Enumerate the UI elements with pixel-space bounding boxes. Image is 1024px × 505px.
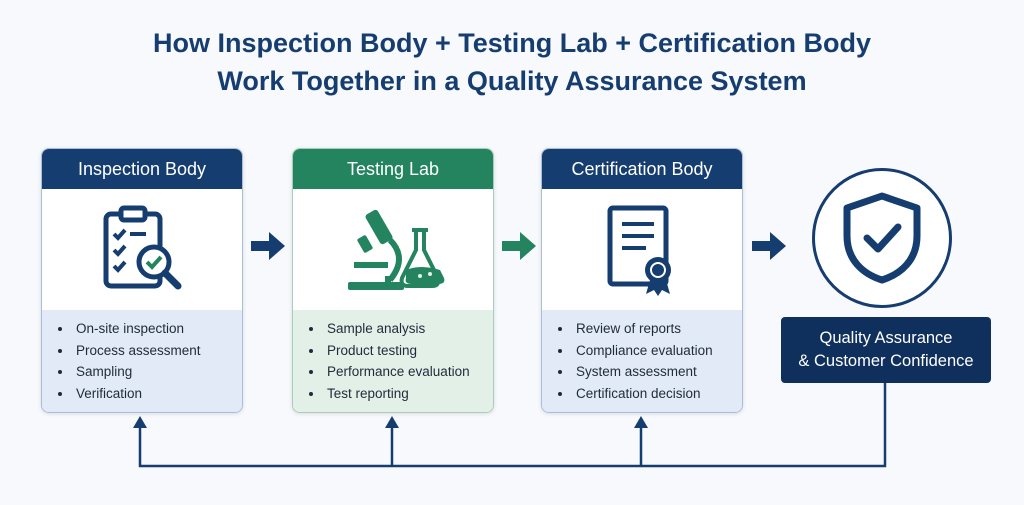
shield-check-icon — [843, 192, 921, 284]
qa-line1: Quality Assurance — [819, 329, 953, 347]
up-arrow-icon — [133, 416, 147, 428]
qa-line2: & Customer Confidence — [798, 352, 974, 370]
list-item: Product testing — [309, 340, 493, 362]
list-item: Review of reports — [558, 318, 742, 340]
list-item: System assessment — [558, 361, 742, 383]
card-header: Certification Body — [542, 149, 742, 189]
quality-assurance-box: Quality Assurance & Customer Confidence — [781, 317, 991, 383]
clipboard-magnifier-icon — [103, 205, 182, 289]
list-item: Sample analysis — [309, 318, 493, 340]
list-item: Test reporting — [309, 383, 493, 405]
right-arrow-icon — [251, 232, 285, 260]
testing-lab-card: Testing Lab Sample analysis Product test… — [292, 148, 494, 413]
shield-badge — [812, 168, 952, 308]
list-item: Verification — [58, 383, 242, 405]
list-item: Performance evaluation — [309, 361, 493, 383]
list-item: On-site inspection — [58, 318, 242, 340]
inspection-body-card: Inspection Body On-site inspection Proce… — [41, 148, 243, 413]
card-header: Testing Lab — [293, 149, 493, 189]
up-arrow-icon — [634, 416, 648, 428]
card-header: Inspection Body — [42, 149, 242, 189]
certification-body-card: Certification Body Review of reports Com… — [541, 148, 743, 413]
microscope-flask-icon — [348, 209, 445, 290]
certificate-icon — [607, 205, 671, 296]
list-item: Sampling — [58, 361, 242, 383]
list-item: Certification decision — [558, 383, 742, 405]
up-arrow-icon — [385, 416, 399, 428]
right-arrow-icon — [752, 232, 786, 260]
list-item: Process assessment — [58, 340, 242, 362]
right-arrow-icon — [502, 232, 536, 260]
diagram-title-line2: Work Together in a Quality Assurance Sys… — [217, 66, 807, 96]
list-item: Compliance evaluation — [558, 340, 742, 362]
diagram-title-line1: How Inspection Body + Testing Lab + Cert… — [152, 28, 872, 58]
